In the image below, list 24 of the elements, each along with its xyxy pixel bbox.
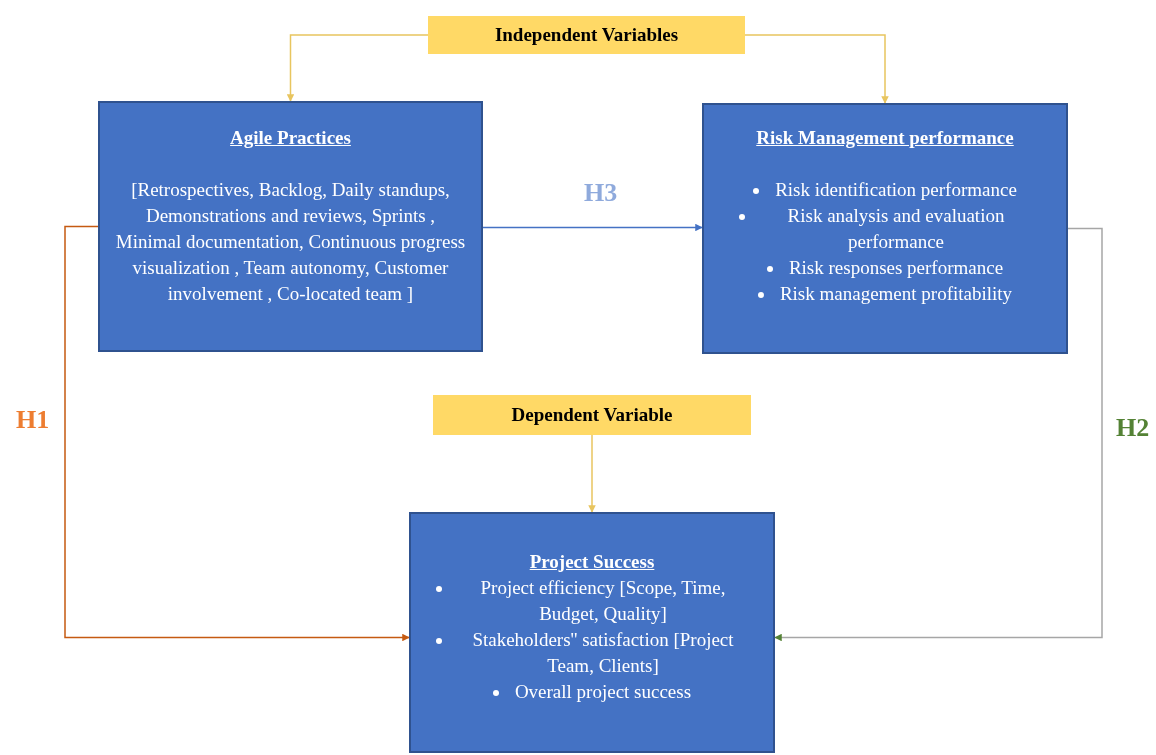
bullet-text: Project efficiency [Scope, Time, Budget, Quality]: [479, 576, 727, 626]
bullet-text: Risk identification performance: [775, 178, 1017, 202]
bullet-text: Risk analysis and evaluation performance: [786, 204, 1006, 254]
variable-tag: [428, 16, 745, 54]
concept-box: [702, 103, 1068, 354]
bullet-text: Risk responses performance: [788, 256, 1004, 280]
arrow: [482, 223, 703, 232]
arrow: [744, 34, 889, 104]
variable-tag: [433, 395, 751, 435]
tag-text: Independent Variables: [494, 22, 679, 47]
box-heading: Agile Practices: [230, 126, 351, 150]
arrow: [774, 227, 1103, 642]
bullet-text: Stakeholders'' satisfaction [Project Team, Clients]: [471, 628, 735, 678]
arrow: [64, 225, 410, 642]
box-heading: Risk Management performance: [756, 126, 1014, 150]
tag-text: Dependent Variable: [511, 402, 673, 427]
concept-box: [409, 512, 775, 753]
bullet-text: Overall project success: [514, 680, 692, 704]
bullet-text: Risk management profitability: [779, 282, 1013, 306]
box-heading: Project Success: [529, 550, 655, 574]
arrow: [588, 434, 596, 513]
concept-box: [98, 101, 483, 352]
arrow: [286, 34, 429, 102]
box-text: [Retrospectives, Backlog, Daily standups, Demonstrations and reviews, Sprints , Minimal documentation, Continuous progress visualization , Team autonomy, Customer involvement , Co-located team ]: [115, 178, 466, 306]
